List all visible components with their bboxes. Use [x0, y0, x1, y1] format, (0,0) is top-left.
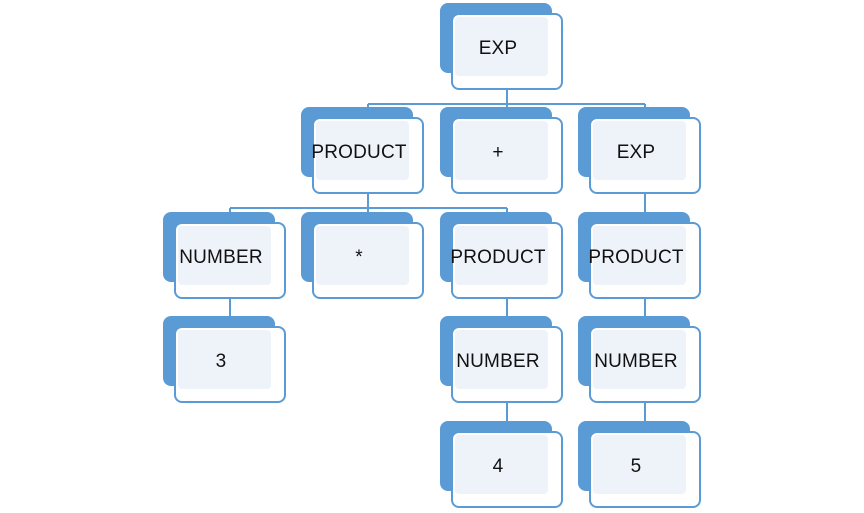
- node-label: *: [355, 247, 363, 268]
- node-exp: EXP: [578, 107, 704, 199]
- node-times-operator: *: [301, 212, 427, 304]
- node-product: PRODUCT: [578, 212, 704, 304]
- node-exp-root: EXP: [440, 3, 566, 95]
- node-label: 5: [630, 456, 642, 477]
- node-label: EXP: [616, 142, 656, 163]
- node-label: 3: [215, 351, 227, 372]
- node-label: PRODUCT: [588, 247, 684, 268]
- node-number: NUMBER: [578, 316, 704, 408]
- node-value: 3: [163, 316, 289, 408]
- node-label: EXP: [478, 38, 518, 59]
- node-value: 5: [578, 421, 704, 513]
- node-plus-operator: +: [440, 107, 566, 199]
- node-label: PRODUCT: [450, 247, 546, 268]
- node-number: NUMBER: [163, 212, 289, 304]
- node-label: 4: [492, 456, 504, 477]
- node-product: PRODUCT: [440, 212, 566, 304]
- node-label: +: [492, 142, 504, 163]
- node-number: NUMBER: [440, 316, 566, 408]
- node-product: PRODUCT: [301, 107, 427, 199]
- node-label: NUMBER: [456, 351, 540, 372]
- node-label: NUMBER: [594, 351, 678, 372]
- node-label: PRODUCT: [311, 142, 407, 163]
- node-label: NUMBER: [179, 247, 263, 268]
- node-value: 4: [440, 421, 566, 513]
